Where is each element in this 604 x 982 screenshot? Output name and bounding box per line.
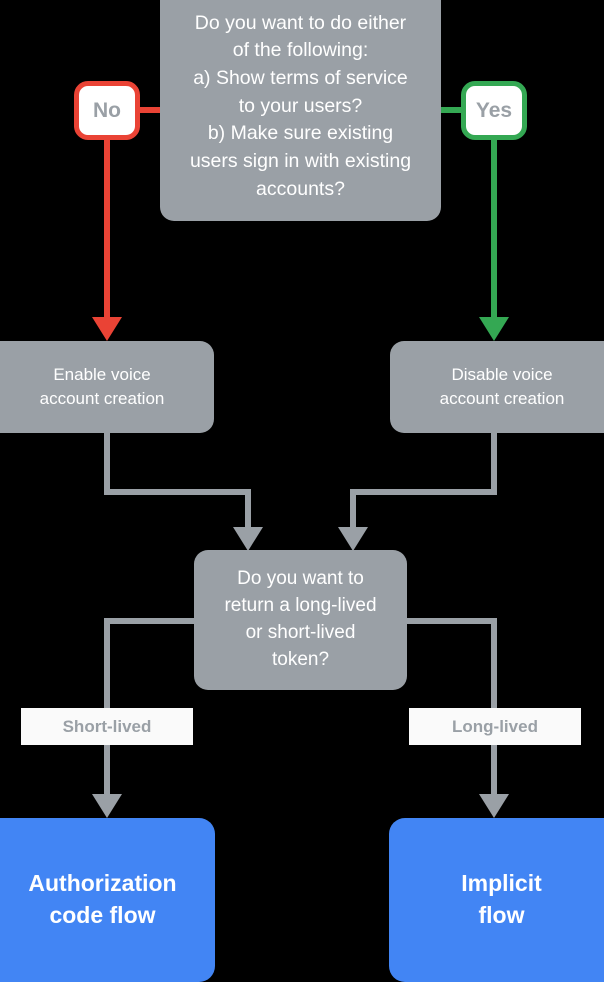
process-node-enable-voice-account-creation-text: Enable voice account creation — [39, 364, 165, 408]
decision-node-terms-of-service[interactable]: Do you want to do either of the followin… — [160, 0, 441, 221]
decision-node-terms-of-service-text: Do you want to do either of the followin… — [189, 11, 412, 200]
branch-label-yes-text: Yes — [475, 98, 513, 122]
terminal-node-authorization-code-flow-text: Authorization code flow — [28, 870, 177, 928]
process-node-enable-voice-account-creation[interactable]: Enable voice account creation — [0, 341, 214, 433]
branch-label-no-text: No — [93, 98, 121, 122]
edge-label-short-lived: Short-lived — [21, 708, 193, 745]
edge-disable-to-question2 — [350, 433, 497, 528]
process-node-disable-voice-account-creation-text: Disable voice account creation — [439, 364, 565, 408]
branch-label-yes[interactable]: Yes — [461, 81, 527, 140]
branch-label-no[interactable]: No — [74, 81, 140, 140]
terminal-node-implicit-flow-text: Implicit flow — [461, 870, 542, 928]
arrowhead-disable-to-question2 — [338, 527, 368, 551]
arrowhead-no-to-enable — [92, 317, 122, 341]
process-node-disable-voice-account-creation[interactable]: Disable voice account creation — [390, 341, 604, 433]
terminal-node-authorization-code-flow[interactable]: Authorization code flow — [0, 818, 215, 982]
arrowhead-enable-to-question2 — [233, 527, 263, 551]
decision-node-token-lifetime-text: Do you want to return a long-lived or sh… — [224, 568, 377, 670]
terminal-node-implicit-flow[interactable]: Implicit flow — [389, 818, 604, 982]
arrowhead-yes-to-disable — [479, 317, 509, 341]
edge-label-long-lived-text: Long-lived — [452, 716, 538, 736]
edge-enable-to-question2 — [104, 433, 251, 528]
arrowhead-question2-to-authorization — [92, 794, 122, 818]
edge-label-long-lived: Long-lived — [409, 708, 581, 745]
edge-label-short-lived-text: Short-lived — [62, 716, 152, 736]
decision-node-token-lifetime[interactable]: Do you want to return a long-lived or sh… — [194, 550, 407, 690]
arrowhead-question2-to-implicit — [479, 794, 509, 818]
